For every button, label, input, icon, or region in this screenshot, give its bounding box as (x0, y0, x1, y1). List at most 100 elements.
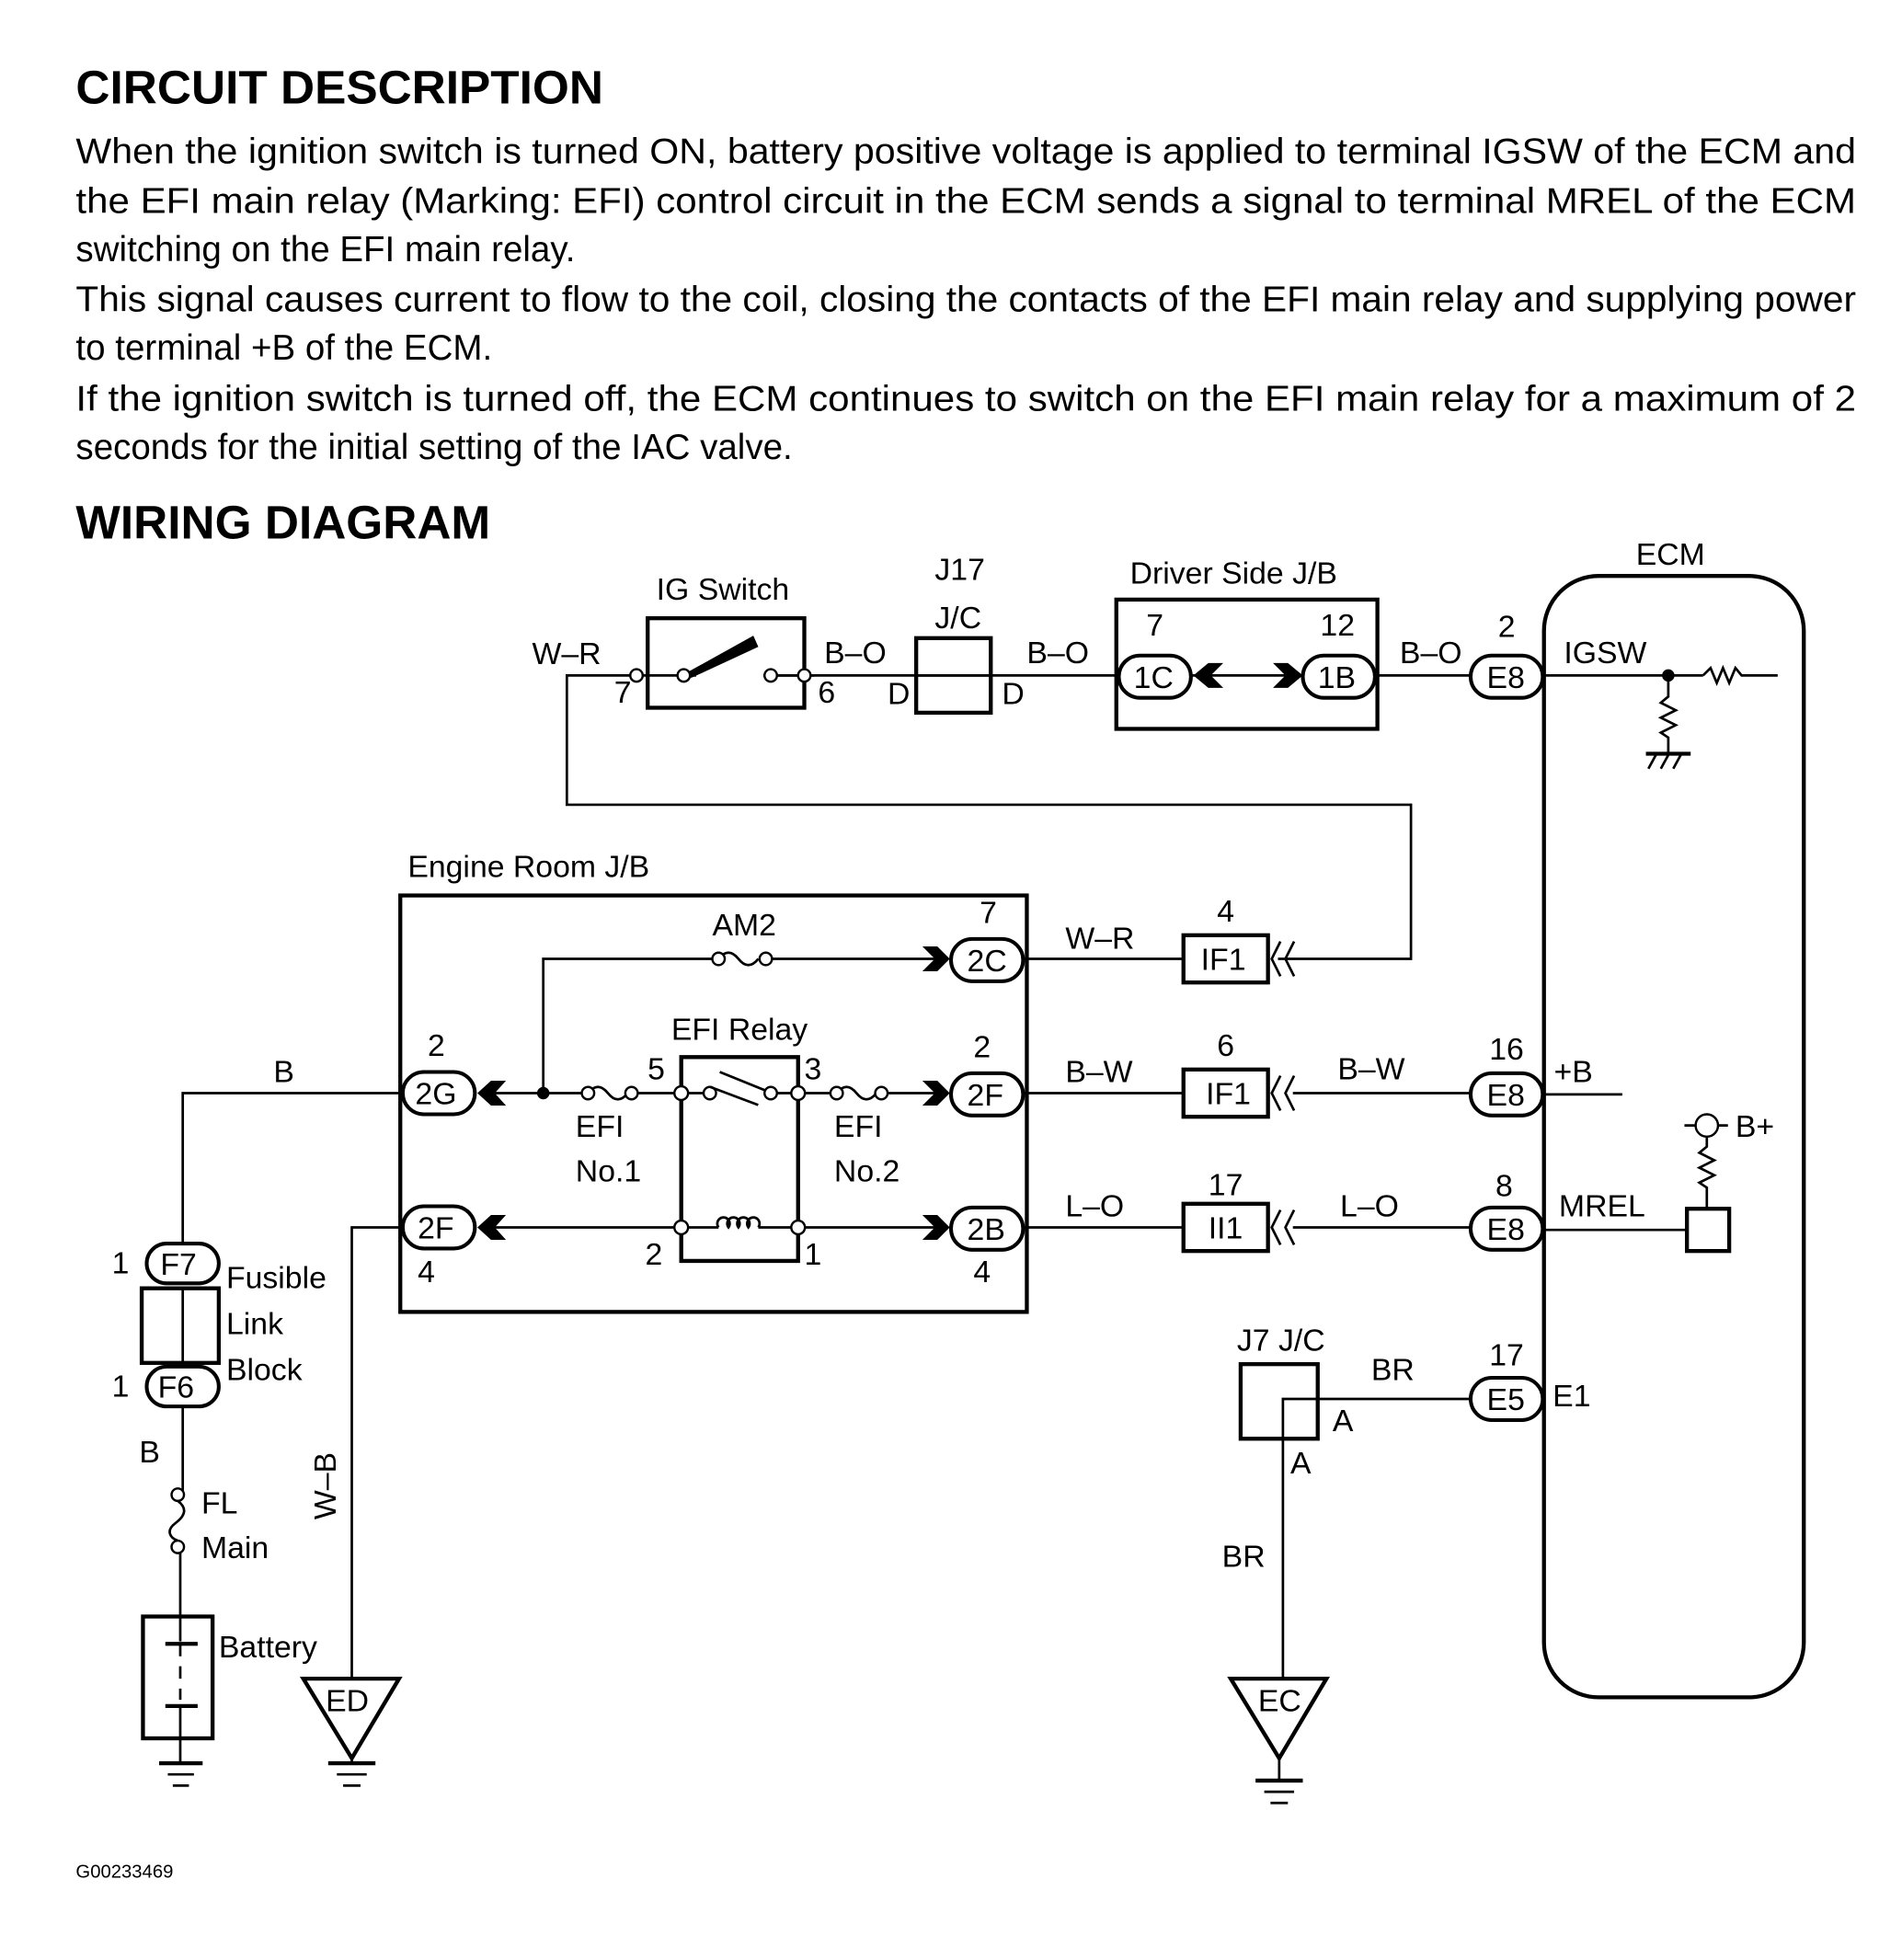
fusible-link-label: Block (226, 1353, 303, 1388)
connector-2f-ground-pin: 4 (418, 1255, 435, 1289)
connector-arrow-icon (1193, 662, 1224, 688)
ground-ec-icon (1227, 1676, 1330, 1762)
connector-f7 (144, 1242, 221, 1286)
fuse-efi-no1-icon (587, 1085, 629, 1101)
ig-pin-7: 7 (614, 675, 632, 710)
wire-label-b-o: B–O (1400, 636, 1462, 671)
connector-2g-pin: 2 (428, 1028, 445, 1063)
ig-pin-6: 6 (818, 675, 835, 710)
ground-ed-label: ED (326, 1683, 369, 1718)
resistor-icon (1657, 675, 1679, 753)
fuse-am2-label: AM2 (712, 908, 775, 943)
driver-jb-label: Driver Side J/B (1130, 556, 1337, 590)
junction-connector-j17: J17 J/C D D (888, 552, 1025, 716)
fl-main-label: FL (201, 1485, 237, 1520)
wire-label-b: B (273, 1054, 294, 1089)
connector-e8-pin: 16 (1489, 1032, 1524, 1067)
j17-pin-d-right: D (1002, 676, 1024, 711)
connector-if1-wr (1181, 933, 1270, 985)
paragraph-line: When the ignition switch is turned ON, b… (75, 132, 1856, 171)
j17-label: J17 (934, 552, 984, 587)
connector-ii1 (1181, 1201, 1270, 1254)
connector-1c (1117, 653, 1193, 700)
wire-label-b-o: B–O (1026, 636, 1089, 671)
engine-room-junction-block: Engine Room J/B AM2 2C 7 2G 2 EFI (398, 849, 1029, 1314)
battery-icon (141, 1614, 215, 1741)
j17-jc-label: J/C (934, 601, 981, 636)
svg-text:2B: 2B (968, 1212, 1005, 1247)
wire-label-l-o: L–O (1340, 1188, 1399, 1223)
ecm-terminal-b-plus: B+ (1736, 1109, 1774, 1144)
wire-label-w-b: W–B (308, 1452, 343, 1519)
svg-text:2G: 2G (415, 1077, 456, 1112)
driver-side-junction-block: Driver Side J/B 1C 7 1B 12 (1114, 556, 1380, 731)
section-title-wiring-diagram: WIRING DIAGRAM (75, 497, 490, 549)
paragraph-line: the EFI main relay (Marking: EFI) contro… (75, 182, 1856, 222)
wire-label-b-w: B–W (1065, 1054, 1132, 1089)
wire-label-b-o: B–O (824, 636, 887, 671)
relay-pin-5: 5 (647, 1052, 665, 1087)
connector-f7-pin: 1 (112, 1245, 130, 1280)
connector-if1-bw (1181, 1067, 1270, 1119)
resistor-icon (1696, 1136, 1717, 1209)
ig-switch-label: IG Switch (657, 572, 790, 607)
ig-switch: IG Switch 7 6 (614, 572, 835, 710)
fusible-link-label: Fusible (226, 1261, 327, 1296)
fuse-efi-no2-label: No.2 (834, 1153, 899, 1188)
fuse-efi-no2-label: EFI (834, 1109, 883, 1144)
figure-id: G00233469 (75, 1862, 173, 1882)
j17-pin-d-left: D (888, 676, 910, 711)
connector-1b (1300, 653, 1377, 700)
relay-pin-1: 1 (805, 1237, 822, 1272)
connector-ii1-pin: 17 (1209, 1167, 1243, 1202)
connector-e5 (1468, 1375, 1545, 1423)
connector-1c-pin: 7 (1146, 608, 1163, 643)
connector-plug-icon (1284, 940, 1296, 978)
wire-label-br: BR (1371, 1353, 1415, 1388)
junction-connector-j7 (1238, 1361, 1320, 1441)
ground-ec-label: EC (1258, 1683, 1301, 1718)
wire-label-br: BR (1222, 1539, 1266, 1574)
switch-blade-icon (686, 636, 759, 679)
wiring-diagram: W–R IG Switch 7 6 B–O J17 J/C D D B– (112, 537, 1806, 1805)
connector-if1-pin: 6 (1217, 1028, 1234, 1063)
j7-jc-label: J7 J/C (1237, 1323, 1325, 1358)
svg-text:1B: 1B (1318, 660, 1356, 695)
svg-text:E8: E8 (1487, 1078, 1525, 1113)
fl-main-label: Main (201, 1530, 269, 1565)
svg-text:F6: F6 (158, 1370, 194, 1405)
connector-arrow-icon (922, 1214, 950, 1240)
ecm-terminal-plus-b: +B (1554, 1054, 1593, 1089)
efi-relay-label: EFI Relay (671, 1012, 808, 1047)
j7-pin-a: A (1290, 1446, 1312, 1481)
paragraph-line: This signal causes current to flow to th… (75, 280, 1856, 319)
connector-2b-pin: 4 (973, 1255, 991, 1289)
ecm-box: ECM IGSW +B B+ MREL E1 (1541, 537, 1806, 1700)
wire-label-l-o: L–O (1065, 1188, 1124, 1223)
connector-2c (948, 936, 1025, 983)
wire-label-b-w: B–W (1337, 1052, 1404, 1087)
ecm-label: ECM (1636, 537, 1705, 572)
wire-label-w-r: W–R (1065, 922, 1134, 957)
fusible-link-block (139, 1286, 222, 1365)
fuse-efi-no2-icon (835, 1085, 877, 1101)
paragraph-line: to terminal +B of the ECM. (75, 328, 492, 368)
connector-e5-pin: 17 (1489, 1338, 1524, 1373)
connector-plug-icon (1284, 1209, 1296, 1246)
fuse-am2-icon (717, 951, 760, 967)
connector-e8-mrel (1468, 1205, 1545, 1252)
connector-2f-pin: 2 (973, 1029, 991, 1064)
connector-arrow-icon (922, 1080, 950, 1106)
connector-e8-pin: 8 (1495, 1169, 1513, 1204)
fuse-efi-no1-label: EFI (576, 1109, 624, 1144)
ecm-terminal-mrel: MREL (1559, 1188, 1645, 1223)
wire-label-b: B (139, 1435, 160, 1470)
fusible-link-main-icon (170, 1487, 186, 1503)
fusible-link-label: Link (226, 1307, 283, 1342)
svg-text:1C: 1C (1134, 660, 1174, 695)
svg-text:IF1: IF1 (1201, 943, 1246, 978)
connector-1b-pin: 12 (1320, 608, 1355, 643)
svg-text:E5: E5 (1487, 1382, 1525, 1417)
ecm-terminal-e1: E1 (1553, 1379, 1590, 1414)
